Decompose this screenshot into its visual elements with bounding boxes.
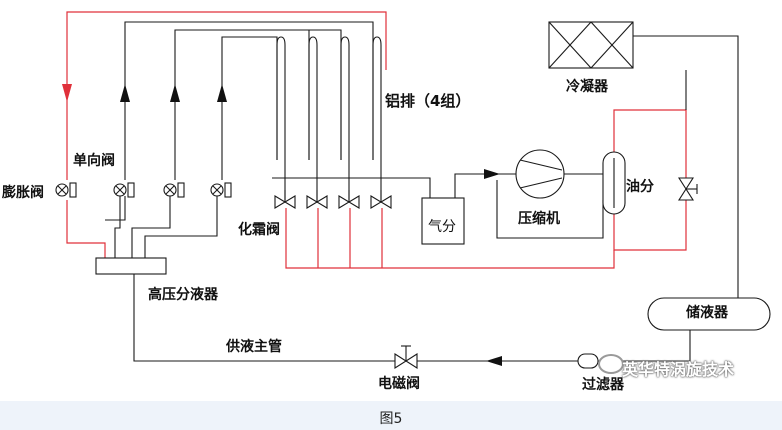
- coil-supply-lines: [124, 21, 374, 180]
- condenser-symbol: [548, 21, 634, 69]
- gas-separator: [421, 197, 465, 245]
- label-defrost-valve: 化霜阀: [238, 222, 280, 238]
- filter-symbol: [577, 353, 599, 369]
- condenser-lines: [633, 35, 739, 298]
- watermark-text: 英华特涡旋技术: [622, 360, 735, 379]
- defrost-valve-symbols: [274, 190, 392, 209]
- red-flow-arrow: [62, 84, 72, 102]
- high-pressure-distributor: [95, 257, 167, 275]
- hot-gas-defrost-line: [285, 109, 687, 269]
- suction-header: [272, 177, 431, 200]
- compressor-symbol: [515, 149, 565, 199]
- liquid-receiver: [647, 297, 771, 331]
- figure-caption: 图5: [379, 411, 403, 427]
- oil-separator-symbol: [602, 151, 626, 215]
- bypass-valve-symbol: [677, 177, 698, 201]
- label-condenser: 冷凝器: [566, 79, 608, 95]
- label-solenoid-valve: 电磁阀: [378, 376, 420, 392]
- label-expansion-valve: 膨胀阀: [2, 185, 44, 201]
- aluminum-rows: [276, 36, 382, 178]
- watermark-logo-icon: [598, 354, 624, 374]
- caption-band: [0, 401, 782, 430]
- label-gas-separator: 气分: [428, 219, 456, 235]
- label-high-pressure-distributor: 高压分液器: [148, 287, 218, 303]
- label-check-valve: 单向阀: [73, 153, 115, 169]
- valve-symbols: [55, 182, 232, 198]
- solenoid-valve-symbol: [394, 345, 418, 370]
- label-filter: 过滤器: [582, 377, 624, 393]
- label-compressor: 压缩机: [518, 211, 560, 227]
- label-liquid-receiver: 储液器: [686, 305, 728, 321]
- label-oil-separator: 油分: [626, 179, 654, 195]
- upflow-arrows: [120, 84, 227, 102]
- liquid-flow-arrow: [486, 356, 502, 366]
- label-aluminum-rows: 铝排（4组）: [385, 92, 471, 110]
- label-main-liquid-line: 供液主管: [226, 339, 282, 355]
- distributor-feed-lines: [105, 196, 218, 258]
- hot-gas-top-line: [66, 11, 387, 258]
- suction-flow-arrow: [484, 169, 500, 179]
